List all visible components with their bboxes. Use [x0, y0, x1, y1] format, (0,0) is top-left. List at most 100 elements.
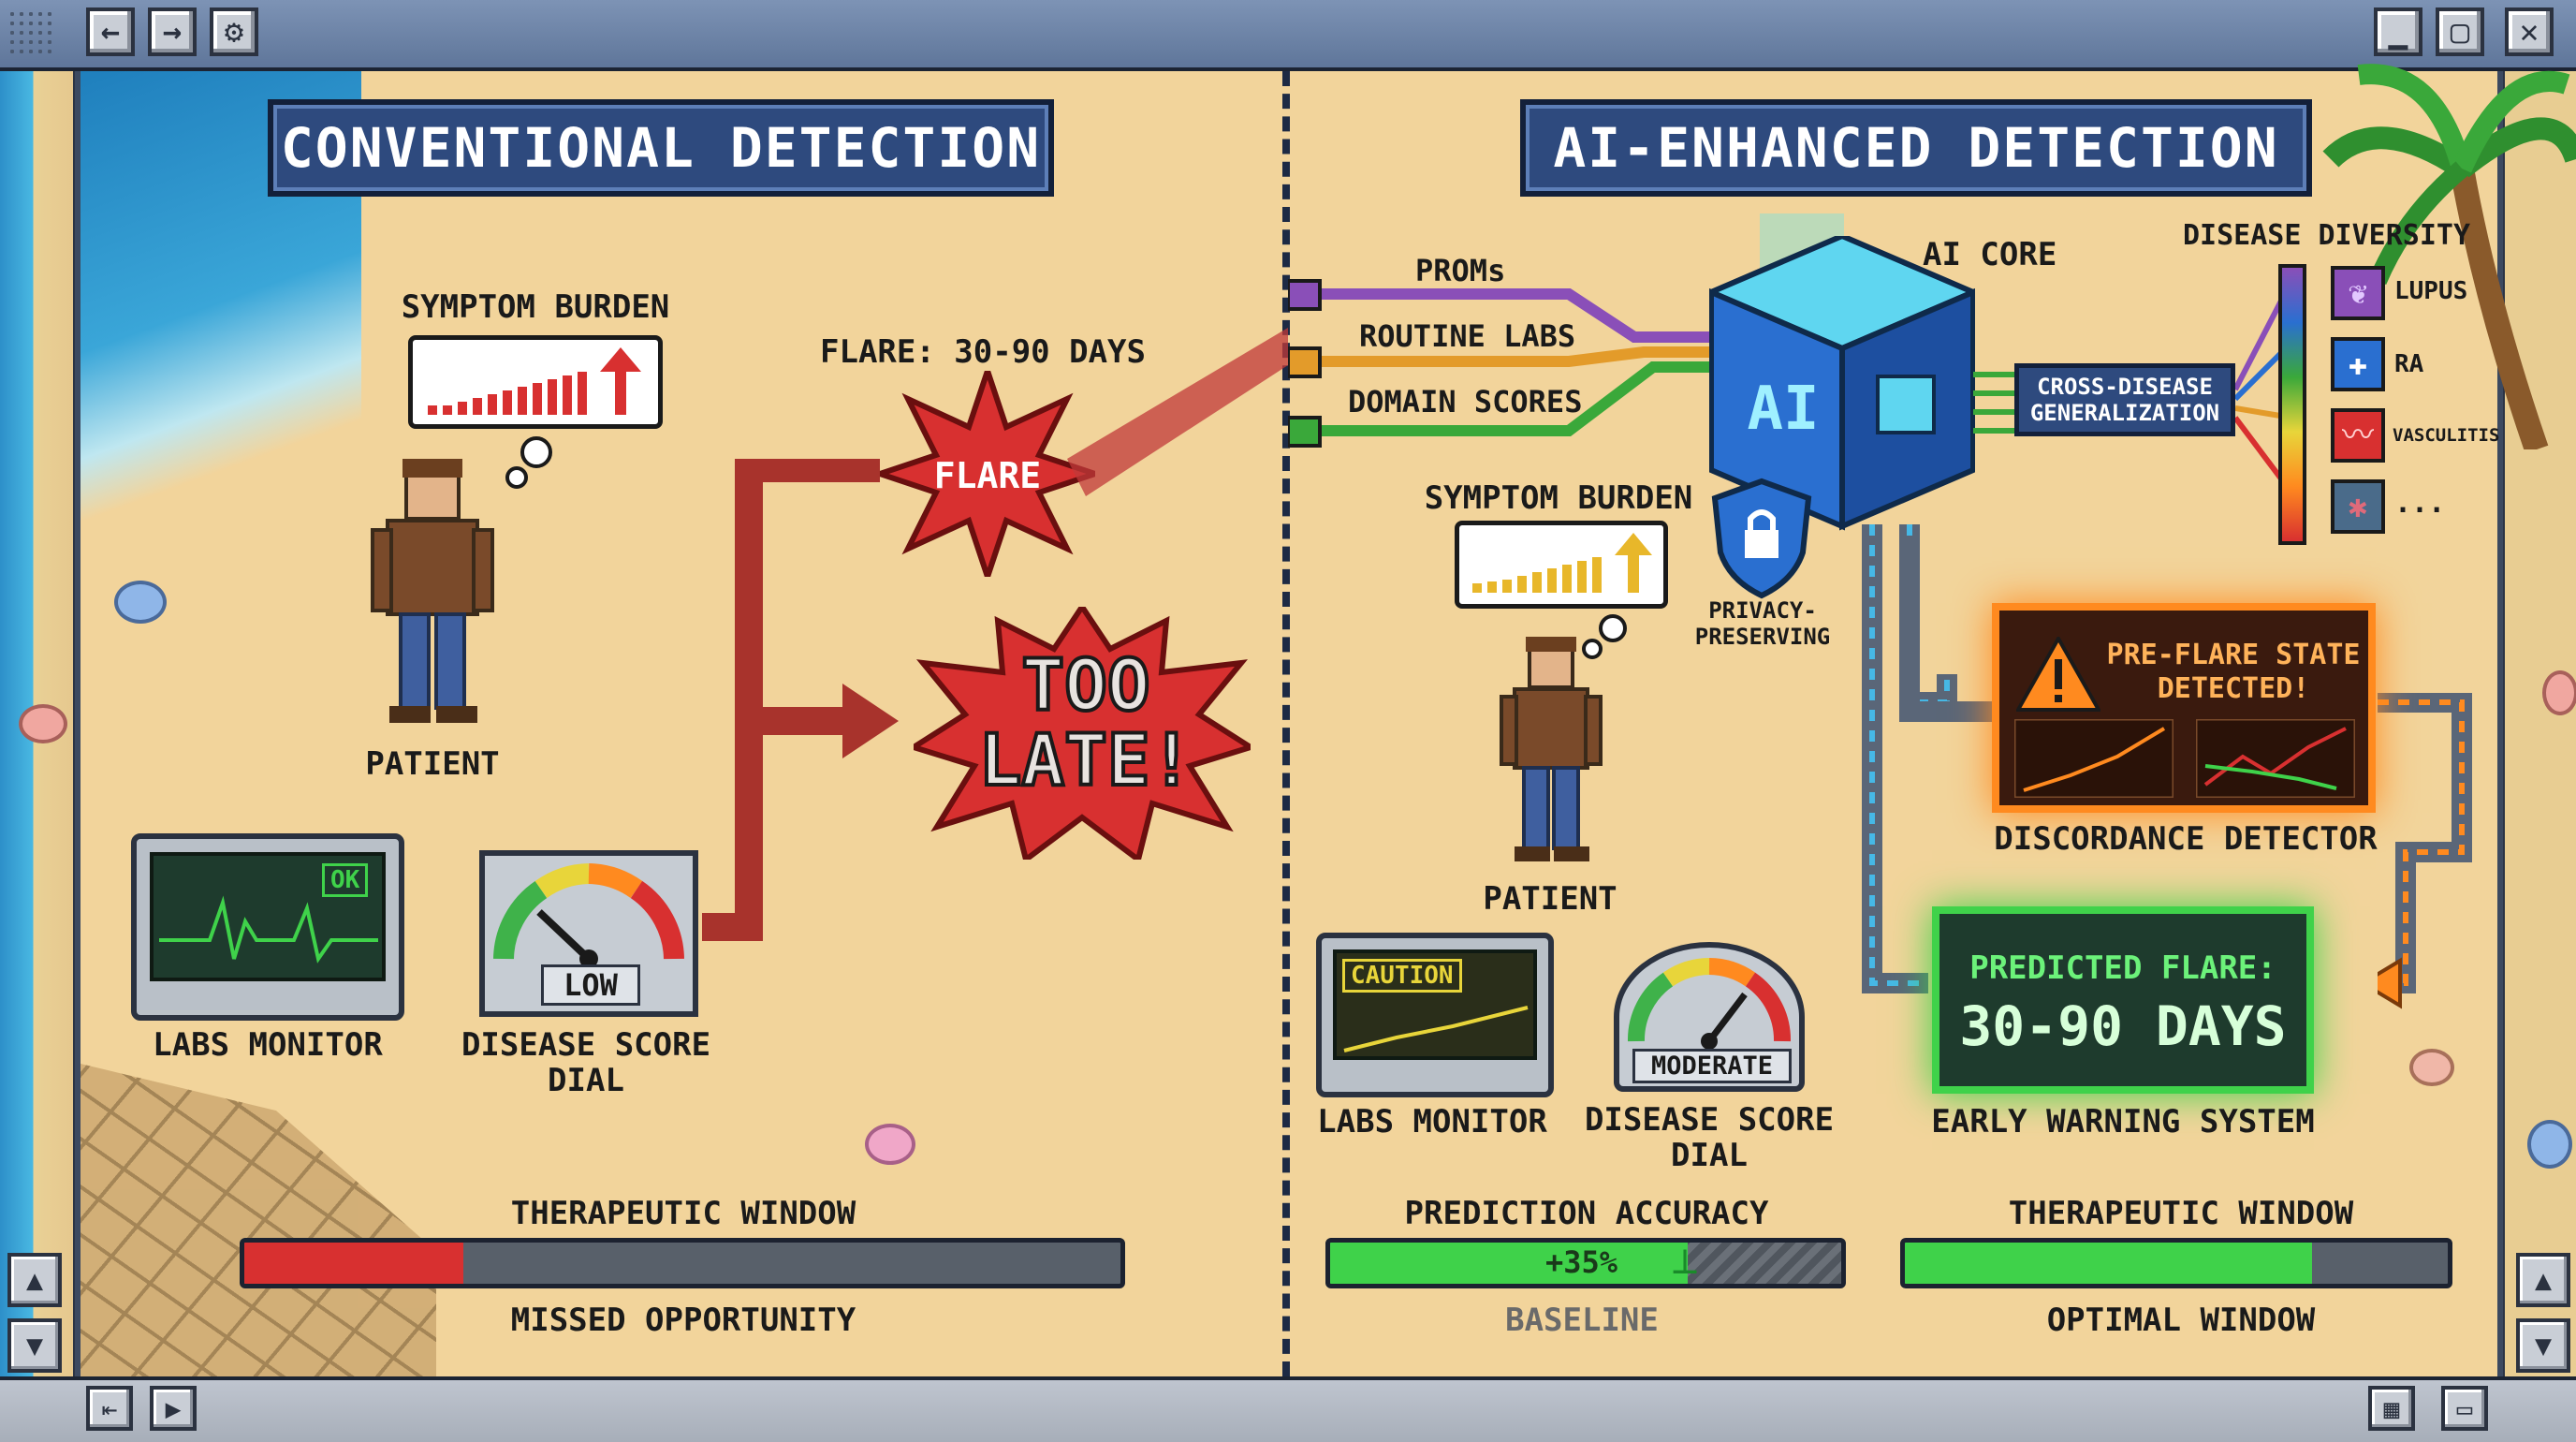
scroll-up-icon[interactable]: ▲	[7, 1253, 62, 1307]
dial-value-right: MODERATE	[1632, 1049, 1792, 1083]
labs-monitor-screen: OK	[150, 852, 386, 981]
ai-enhanced-header: AI-ENHANCED DETECTION	[1520, 99, 2312, 197]
dial-label-2: DIAL	[548, 1062, 624, 1099]
alert-to-warning-pipe	[2378, 693, 2472, 1009]
disease-score-dial: LOW	[479, 850, 698, 1017]
too-late-text-1: TOO	[1019, 643, 1151, 727]
too-late-burst-icon	[914, 607, 1251, 860]
dial-gauge-icon	[493, 863, 684, 968]
ecg-line	[159, 895, 378, 964]
prediction-accuracy-label: PREDICTION ACCURACY	[1404, 1195, 1769, 1232]
shell-icon	[2409, 1049, 2454, 1086]
keyboard-icon[interactable]: ▦	[2368, 1386, 2415, 1431]
alert-text-2: DETECTED!	[2157, 672, 2310, 705]
status-bar	[0, 1376, 2576, 1442]
patient-label: PATIENT	[365, 745, 500, 783]
minimize-icon[interactable]: ▁	[2374, 7, 2422, 56]
rising-bars-icon	[428, 347, 641, 415]
dial-label-right-2: DIAL	[1671, 1137, 1748, 1174]
flare-burst-text: FLARE	[933, 455, 1042, 496]
window-title-bar	[0, 0, 2576, 71]
privacy-label-2: PRESERVING	[1694, 624, 1831, 650]
flare-burst-icon	[880, 371, 1095, 577]
cell-icon: ✱	[2331, 479, 2385, 534]
optimal-window-label: OPTIMAL WINDOW	[2046, 1302, 2316, 1339]
thought-dot	[1582, 639, 1603, 659]
too-late-text-2: LATE!	[977, 718, 1195, 802]
prediction-accuracy-fill	[1330, 1243, 1689, 1284]
input-domain-scores-label: DOMAIN SCORES	[1348, 384, 1583, 419]
play-icon[interactable]: ▶	[150, 1386, 197, 1431]
disease-more-label: ...	[2394, 487, 2446, 520]
disease-spectrum-bar	[2278, 264, 2306, 545]
butterfly-icon: ❦	[2331, 266, 2385, 320]
therapeutic-window-bar	[240, 1238, 1125, 1288]
back-arrow-icon[interactable]: ←	[86, 7, 135, 56]
dial-value: LOW	[541, 964, 640, 1006]
input-proms-label: PROMs	[1415, 253, 1506, 288]
predicted-flare-label: PREDICTED FLARE:	[1969, 949, 2276, 987]
labs-monitor-screen-right: CAUTION	[1333, 949, 1537, 1060]
rising-line-icon	[1343, 1006, 1529, 1052]
disease-score-dial-right: MODERATE	[1614, 942, 1805, 1092]
trend-chart-icon	[2014, 719, 2174, 798]
disease-lupus-label: LUPUS	[2394, 277, 2468, 305]
shell-icon	[114, 581, 167, 624]
joint-icon: ✚	[2331, 337, 2385, 391]
predicted-flare-value: 30-90 DAYS	[1959, 994, 2287, 1058]
symptom-burden-label-right: SYMPTOM BURDEN	[1424, 479, 1693, 517]
accuracy-gain-text: +35%	[1545, 1244, 1618, 1280]
gear-icon[interactable]: ⚙	[210, 7, 258, 56]
close-icon[interactable]: ✕	[2505, 7, 2554, 56]
flare-timing-label: FLARE: 30-90 DAYS	[820, 333, 1146, 371]
labs-status-badge: OK	[322, 863, 369, 897]
thought-dot	[520, 436, 552, 468]
cracked-ground	[80, 1064, 436, 1376]
alert-text-1: PRE-FLARE STATE	[2106, 639, 2361, 671]
ai-core-label: AI CORE	[1923, 236, 2057, 273]
vessel-icon: 〰	[2331, 408, 2385, 463]
scroll-down-icon-right[interactable]: ▼	[2516, 1318, 2570, 1373]
symptom-burden-bubble-right	[1455, 521, 1668, 609]
flare-trail	[1067, 328, 1288, 496]
scroll-up-icon-right[interactable]: ▲	[2516, 1253, 2570, 1307]
data-input-cables	[1288, 279, 1737, 448]
missed-opportunity-label: MISSED OPPORTUNITY	[510, 1302, 856, 1339]
delay-arrow-icon	[702, 459, 899, 941]
rising-bars-icon	[1472, 533, 1652, 593]
early-warning-panel: PREDICTED FLARE: 30-90 DAYS	[1932, 906, 2314, 1094]
cross-disease-label-2: GENERALIZATION	[2029, 400, 2220, 426]
privacy-shield-icon	[1711, 478, 1812, 599]
thought-dot	[1599, 614, 1627, 642]
therapeutic-window-fill-right	[1905, 1243, 2312, 1284]
labs-monitor-label: LABS MONITOR	[153, 1026, 383, 1064]
cross-disease-label-1: CROSS-DISEASE	[2037, 374, 2213, 400]
shell-icon	[2542, 670, 2576, 715]
input-routine-labs-label: ROUTINE LABS	[1359, 318, 1576, 354]
shell-icon	[2527, 1120, 2572, 1169]
warning-triangle-icon	[2016, 637, 2100, 712]
scroll-down-icon[interactable]: ▼	[7, 1318, 62, 1373]
discordance-chart-icon	[2196, 719, 2355, 798]
early-warning-label: EARLY WARNING SYSTEM	[1931, 1103, 2315, 1140]
baseline-marker-icon: ┴	[1674, 1251, 1697, 1294]
window-grip-icon	[7, 9, 54, 56]
dial-gauge-icon	[1628, 958, 1791, 1050]
therapeutic-window-label: THERAPEUTIC WINDOW	[510, 1195, 856, 1232]
forward-arrow-icon[interactable]: →	[148, 7, 197, 56]
pre-flare-alert-panel: PRE-FLARE STATE DETECTED!	[1992, 603, 2376, 813]
labs-monitor: OK	[131, 833, 404, 1021]
window-icon[interactable]: ▭	[2441, 1386, 2488, 1431]
labs-monitor-right: CAUTION	[1316, 933, 1554, 1097]
maximize-icon[interactable]: ▢	[2436, 7, 2484, 56]
conventional-header: CONVENTIONAL DETECTION	[268, 99, 1054, 197]
disease-ra-label: RA	[2394, 350, 2424, 378]
patient-figure-icon-right	[1500, 637, 1603, 861]
disease-vasculitis-label: VASCULITIS	[2393, 425, 2500, 446]
shell-icon	[865, 1124, 915, 1165]
disease-diversity-label: DISEASE DIVERSITY	[2183, 219, 2471, 252]
symptom-burden-label: SYMPTOM BURDEN	[401, 288, 670, 326]
ai-core-cube-icon	[1709, 236, 1975, 531]
exit-icon[interactable]: ⇤	[86, 1386, 133, 1431]
therapeutic-window-label-right: THERAPEUTIC WINDOW	[2008, 1195, 2354, 1232]
